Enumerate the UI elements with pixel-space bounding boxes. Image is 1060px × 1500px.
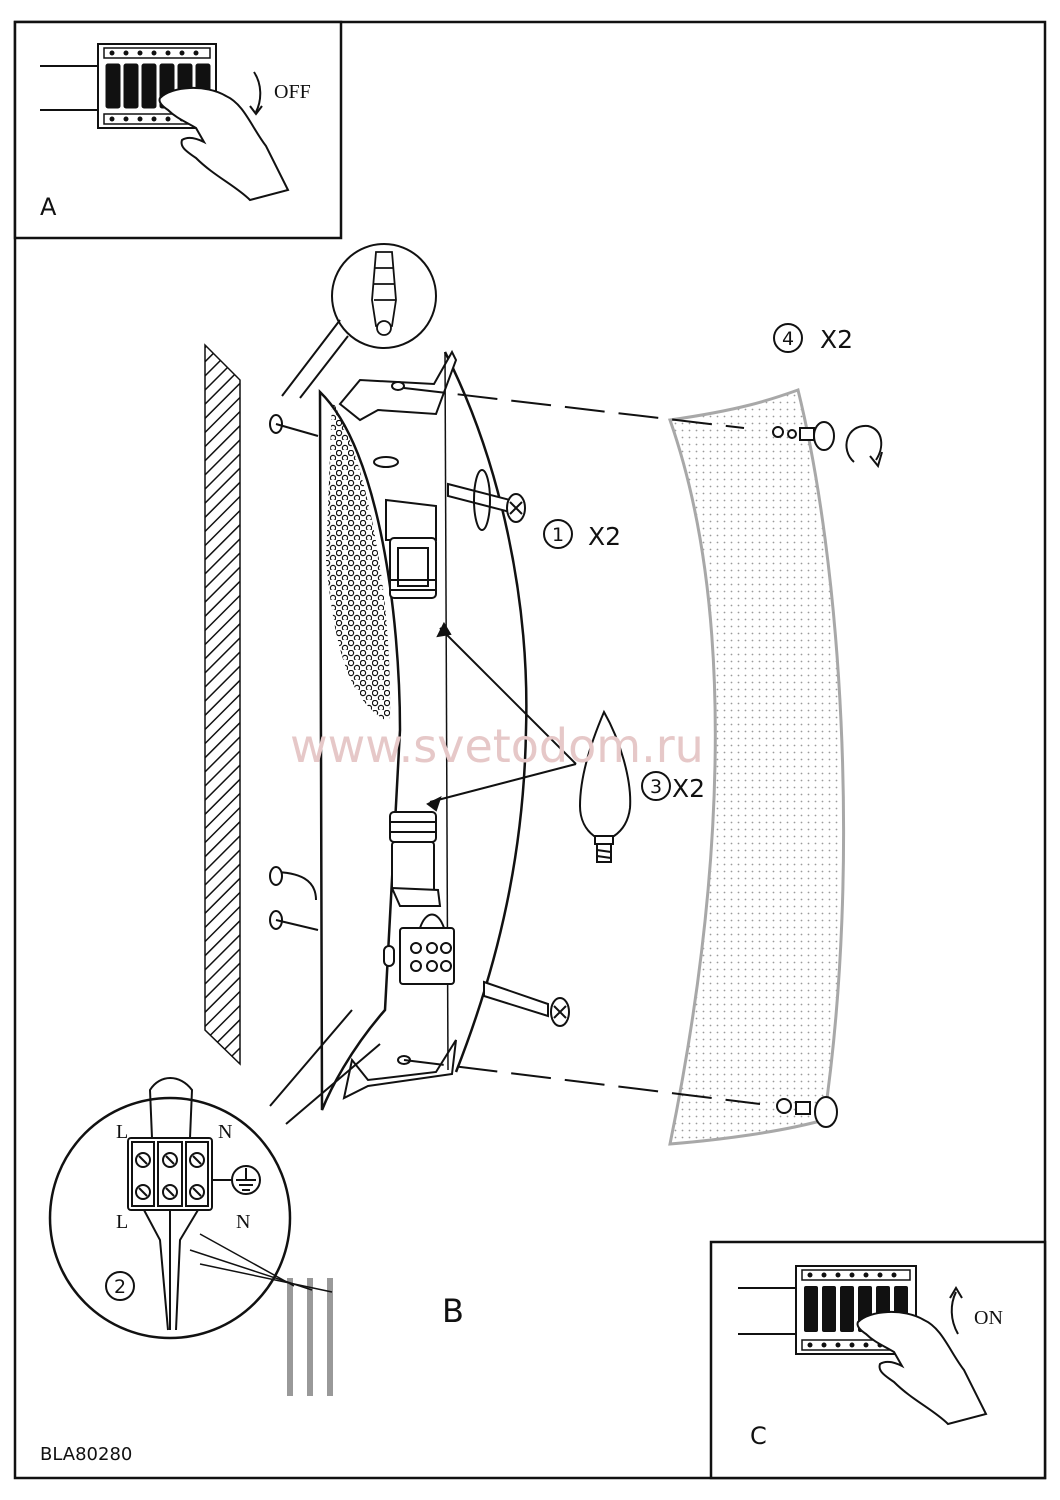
- wall-plug-icon: [371, 251, 397, 336]
- hand-icon: [158, 86, 290, 202]
- wall-plug-callout: [281, 243, 437, 399]
- shade-knob-top: [772, 421, 835, 451]
- wire-label-l-bottom: L: [116, 1211, 128, 1233]
- svg-text:4: 4: [782, 328, 794, 350]
- model-code: BLA80280: [40, 1444, 132, 1465]
- step-1-label: 1 X2: [543, 519, 621, 551]
- bulb-icon: [578, 709, 632, 863]
- panel-c-label: C: [750, 1422, 767, 1450]
- svg-text:3: 3: [650, 776, 662, 798]
- svg-text:X2: X2: [588, 522, 621, 551]
- breaker-off-illustration: [40, 43, 290, 202]
- panel-a-label: A: [40, 193, 57, 221]
- svg-text:X2: X2: [820, 325, 853, 354]
- wiring-cable: [143, 1209, 199, 1331]
- switch-off-label: OFF: [274, 81, 311, 103]
- step-2-label: 2: [114, 1276, 126, 1298]
- wire-label-n-top: N: [218, 1121, 232, 1143]
- wall-holes: [269, 414, 319, 931]
- lamp-base: [318, 349, 528, 1111]
- arrow-up-icon: [950, 1291, 959, 1335]
- lamp-socket-top: [385, 498, 437, 599]
- shade-knob-bottom: [776, 1096, 838, 1128]
- wall-hatch: [204, 343, 241, 1066]
- panel-b-label: B: [442, 1292, 464, 1330]
- guide-lines: [403, 387, 761, 1105]
- panel-b: 1 X2 3 X2 4 X2: [48, 243, 883, 1396]
- wire-label-l-top: L: [116, 1121, 128, 1143]
- outer-border: [13, 20, 1047, 1480]
- arrow-down-icon: [253, 71, 262, 113]
- terminal-block: [383, 913, 455, 985]
- switch-on-label: ON: [974, 1307, 1003, 1329]
- wiring-terminal-block: [127, 1137, 213, 1211]
- step-4-label: 4 X2: [773, 323, 853, 354]
- earth-ground-icon: [212, 1165, 261, 1195]
- mains-wires: [287, 1278, 333, 1396]
- lamp-socket-bottom: [389, 811, 442, 907]
- wire-label-n-bottom: N: [236, 1211, 250, 1233]
- rotate-arrow-icon: [845, 424, 883, 469]
- panel-a: OFF A: [13, 20, 343, 240]
- watermark: www.svetodom.ru: [290, 719, 704, 773]
- svg-text:1: 1: [552, 524, 564, 546]
- wiring-callout: L N L N 2: [48, 1009, 381, 1340]
- screw-icon: [447, 469, 570, 1027]
- step-3-label: 3 X2: [641, 771, 705, 803]
- panel-c: ON C: [709, 1240, 1047, 1480]
- svg-text:X2: X2: [672, 774, 705, 803]
- hand-icon: [856, 1310, 988, 1426]
- breaker-on-illustration: [738, 1265, 988, 1426]
